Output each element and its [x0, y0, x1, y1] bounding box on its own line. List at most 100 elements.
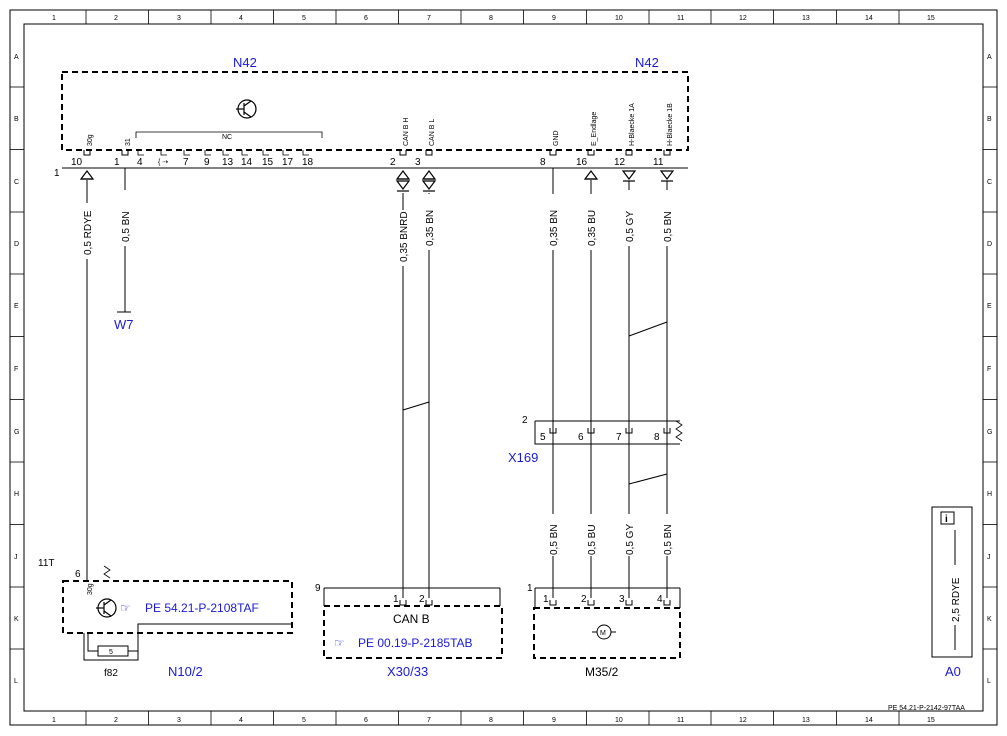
wire-label: 0,35 BN — [549, 210, 560, 246]
a0-wire-label: 2,5 RDYE — [951, 577, 962, 622]
grid-row-label: F — [14, 366, 18, 373]
grid-col-label: 14 — [865, 15, 873, 22]
m35-pin: 3 — [619, 594, 625, 605]
grid-row-label: H — [14, 491, 19, 498]
wire-label: 0,5 BN — [121, 211, 132, 242]
n42-pin-number: 7 — [183, 157, 189, 168]
motor-icon: M — [592, 624, 616, 640]
grid-col-label: 11 — [677, 15, 684, 22]
wire-lines — [86, 168, 668, 598]
n10-connector-number: 11T — [38, 558, 55, 569]
a0-legend: i 2,5 RDYE A0 — [931, 506, 973, 679]
wire-label: 0,5 GY — [625, 211, 636, 242]
grid-col-label: 1 — [52, 15, 56, 22]
grid-row-label: G — [987, 429, 992, 436]
n42-pin-tag: CAN B L — [429, 119, 436, 146]
n42-pin-tag: CAN B H — [403, 118, 410, 146]
transistor-icon — [96, 598, 117, 618]
wire-label: 0,5 GY — [625, 524, 636, 555]
n10-pin-tag: 30g — [87, 583, 94, 595]
document-code: PE 54.21-P-2142-97TAA — [888, 705, 965, 712]
n10-box — [62, 580, 293, 634]
grid-row-label: D — [14, 241, 19, 248]
grid-row-label: B — [987, 116, 992, 123]
grid-row-label: K — [987, 616, 992, 623]
x30-connector-number: 9 — [315, 583, 321, 594]
n42-pin-tag: 30g — [87, 134, 94, 146]
n42-pin-number: 15 — [262, 157, 274, 168]
grid-col-label: 12 — [739, 717, 747, 724]
x30-pin: 2 — [419, 594, 425, 605]
n42-pin-number: 3 — [415, 157, 421, 168]
x30-title: CAN B — [393, 612, 430, 626]
info-icon[interactable] — [940, 511, 955, 525]
grid-row-label: F — [987, 366, 991, 373]
a0-label: A0 — [945, 664, 961, 679]
wire-label: 0,5 RDYE — [83, 210, 94, 255]
grid-row-label: G — [14, 429, 19, 436]
fuse-value: 5 — [109, 649, 113, 656]
x30-pin: 1 — [393, 594, 399, 605]
grid-col-label: 13 — [802, 15, 810, 22]
outer-frame — [9, 9, 998, 726]
n42-pin-tag: E_Endlage — [591, 112, 598, 146]
grid-col-label: 6 — [364, 717, 368, 724]
grid-row-label: E — [987, 303, 992, 310]
fuse-label: f82 — [104, 668, 118, 679]
wire-label: 0,5 BU — [587, 524, 598, 555]
grid-row-label: C — [14, 179, 19, 186]
n42-pin-number: 1 — [114, 157, 120, 168]
x30-label: X30/33 — [387, 664, 428, 679]
n42-pin-tag: H-Blaecke 1A — [629, 103, 636, 146]
wire-label: 0,35 BU — [587, 210, 598, 246]
transistor-icon — [236, 99, 257, 119]
n10-module: 11T 6 30g ☞ PE 54.21-P-2108TAF 5 f82 N10… — [38, 558, 293, 679]
grid-col-label: 14 — [865, 717, 873, 724]
x169-pin: 5 — [540, 432, 546, 443]
m35-label: M35/2 — [585, 665, 619, 679]
n42-pin-number: 8 — [540, 157, 546, 168]
grid-col-label: 15 — [927, 15, 935, 22]
wire-label: 0,35 BNRD — [399, 211, 410, 262]
n42-label-left: N42 — [233, 55, 257, 70]
x30-box — [323, 605, 503, 659]
wire-label: 0,35 BN — [425, 210, 436, 246]
m35-box — [533, 607, 681, 659]
grid-col-label: 4 — [239, 717, 243, 724]
n42-pin-number: 13 — [222, 157, 234, 168]
grid-col-label: 8 — [489, 717, 493, 724]
grid-row-label: A — [14, 54, 19, 61]
x30-reference[interactable]: PE 00.19-P-2185TAB — [358, 636, 473, 650]
grid-row-label: L — [987, 678, 991, 685]
n10-reference[interactable]: PE 54.21-P-2108TAF — [145, 601, 259, 615]
grid-row-label: A — [987, 54, 992, 61]
wire-label: 0,5 BN — [663, 211, 674, 242]
w7-ground: W7 — [114, 311, 134, 332]
n42-pin-number: 16 — [576, 157, 588, 168]
wire-label: 0,5 BN — [663, 524, 674, 555]
m35-pin: 2 — [581, 594, 587, 605]
grid-col-label: 10 — [615, 15, 623, 22]
grid-col-label: 9 — [552, 15, 556, 22]
grid-col-label: 5 — [302, 15, 306, 22]
n42-terminals — [83, 150, 671, 156]
grid-row-label: B — [14, 116, 19, 123]
n10-label: N10/2 — [168, 664, 203, 679]
m35-pin: 1 — [543, 594, 549, 605]
grid-row-label: D — [987, 241, 992, 248]
motor-symbol: M — [600, 630, 606, 637]
grid-col-label: 3 — [177, 717, 181, 724]
x169-pin: 6 — [578, 432, 584, 443]
x169-label: X169 — [508, 450, 538, 465]
grid-col-label: 2 — [114, 15, 118, 22]
